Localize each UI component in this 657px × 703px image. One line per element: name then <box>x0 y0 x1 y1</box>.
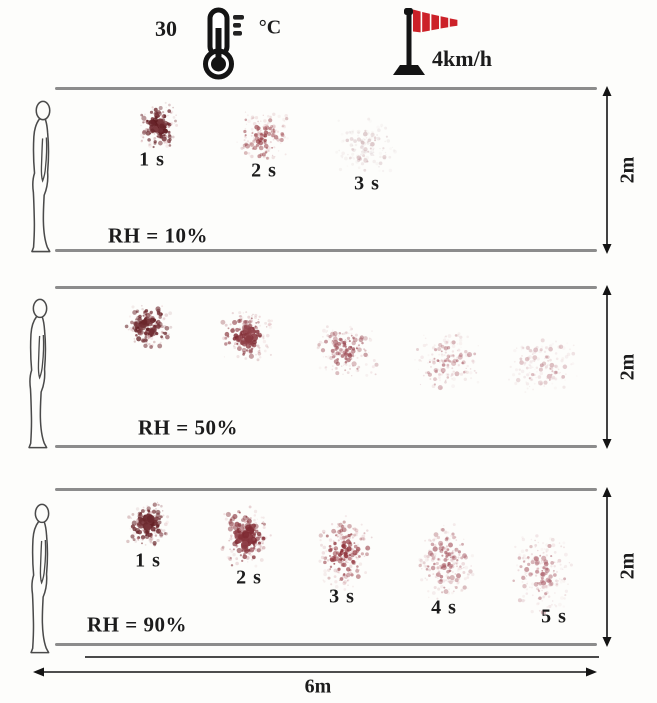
thermometer-icon <box>203 7 244 80</box>
height-label-panel3: 2m <box>616 552 639 580</box>
droplet-cloud-panel3-1 <box>126 501 170 547</box>
height-label-panel1: 2m <box>616 156 639 184</box>
panel1-bottom-line <box>55 249 597 252</box>
width-arrow <box>33 667 597 677</box>
panel2-bottom-line <box>55 445 597 448</box>
rh-label-panel2: RH = 50% <box>138 415 238 440</box>
droplet-cloud-panel3-4 <box>418 523 475 600</box>
droplet-cloud-panel1-3 <box>335 117 397 173</box>
wind-speed-label: 4km/h <box>432 46 492 71</box>
rh-label-panel3: RH = 90% <box>87 612 187 637</box>
droplet-cloud-panel3-3 <box>318 514 373 591</box>
height-label-panel2: 2m <box>616 353 639 381</box>
windsock-cone <box>413 9 458 33</box>
time-label-panel3-2s: 2 s <box>236 566 262 589</box>
temperature-value: 30 <box>155 16 177 41</box>
time-label-panel3-4s: 4 s <box>431 596 457 619</box>
droplet-cloud-panel2-2 <box>220 311 274 362</box>
time-label-panel3-3s: 3 s <box>329 585 355 608</box>
droplet-cloud-panel2-4 <box>414 332 480 391</box>
windsock-icon <box>393 8 458 75</box>
panel3-top-line <box>55 488 597 491</box>
droplet-cloud-panel1-2 <box>236 111 289 160</box>
time-label-panel1-2s: 2 s <box>251 159 277 182</box>
person-figure-panel2 <box>28 298 48 449</box>
temperature-unit: °C <box>258 16 282 39</box>
rh-label-panel1: RH = 10% <box>108 223 208 248</box>
time-label-panel1-1s: 1 s <box>139 148 165 171</box>
person-figure-panel1 <box>31 100 51 253</box>
droplet-cloud-panel1-1 <box>140 101 179 149</box>
panel2-top-line <box>55 286 597 289</box>
person-figure-panel3 <box>30 503 50 654</box>
droplet-cloud-panel3-2 <box>220 505 272 568</box>
time-label-panel3-5s: 5 s <box>541 605 567 628</box>
droplet-cloud-panel2-1 <box>124 304 173 349</box>
droplet-cloud-panel2-5 <box>508 338 578 394</box>
height-arrow-panel3 <box>602 487 612 647</box>
panel1-top-line <box>55 87 597 90</box>
ground-line <box>85 656 599 658</box>
droplet-cloud-panel2-3 <box>316 325 379 377</box>
width-label: 6m <box>304 675 332 698</box>
height-arrow-panel2 <box>602 285 612 449</box>
height-arrow-panel1 <box>602 86 612 254</box>
panel3-bottom-line <box>55 643 597 646</box>
time-label-panel1-3s: 3 s <box>354 172 380 195</box>
time-label-panel3-1s: 1 s <box>135 549 161 572</box>
droplet-cloud-panel3-5 <box>512 534 573 616</box>
